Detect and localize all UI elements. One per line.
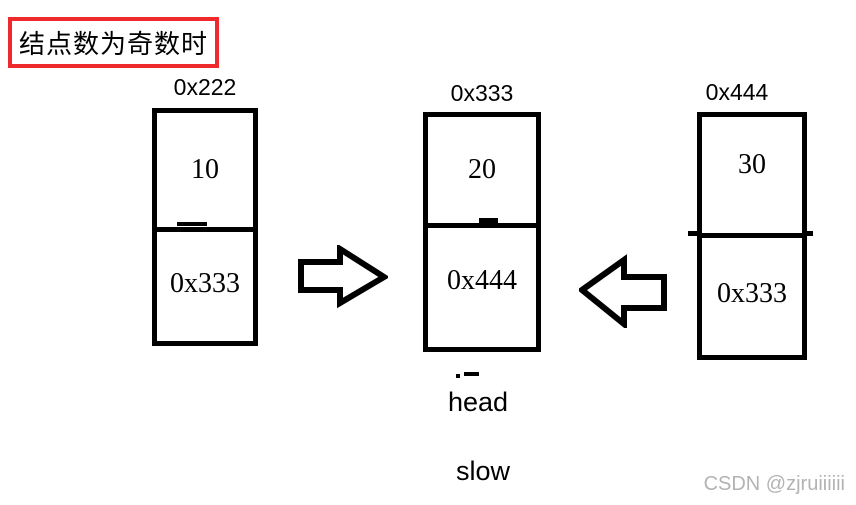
slow-pointer-label: slow [456,456,511,486]
node1-data-value: 10 [191,154,219,185]
stray-mark-dot [456,374,460,378]
node2-data-cell: 20 [428,117,536,228]
csdn-watermark: CSDN @zjruiiiiii [703,473,845,495]
list-node-1: 10 0x333 [152,108,258,346]
node3-address-label: 0x444 [705,79,769,105]
node2-divider-stroke-overlap [479,218,498,223]
node1-divider-stroke-overlap [177,222,207,226]
node2-address-label: 0x333 [450,80,514,106]
node3-next-value: 0x333 [717,277,787,309]
node3-next-cell: 0x333 [702,238,802,355]
title-highlight-box: 结点数为奇数时 [8,17,219,68]
node3-divider-tick-right [804,231,813,236]
node2-next-cell: 0x444 [428,228,536,347]
node1-next-cell: 0x333 [157,232,253,341]
node1-data-cell: 10 [157,113,253,232]
list-node-3: 30 0x333 [697,112,807,360]
node2-data-value: 20 [468,154,496,185]
left-arrow-icon [579,254,667,328]
stray-mark-dash [464,372,479,376]
node3-data-cell: 30 [702,117,802,238]
right-arrow-icon [298,245,388,309]
list-node-2: 20 0x444 [423,112,541,352]
node3-data-value: 30 [738,149,766,180]
node2-next-value: 0x444 [447,264,517,296]
node1-address-label: 0x222 [173,74,237,100]
node3-divider-tick-left [688,231,700,236]
head-pointer-label: head [448,387,509,417]
title-text: 结点数为奇数时 [18,29,208,59]
node1-next-value: 0x333 [170,267,240,299]
